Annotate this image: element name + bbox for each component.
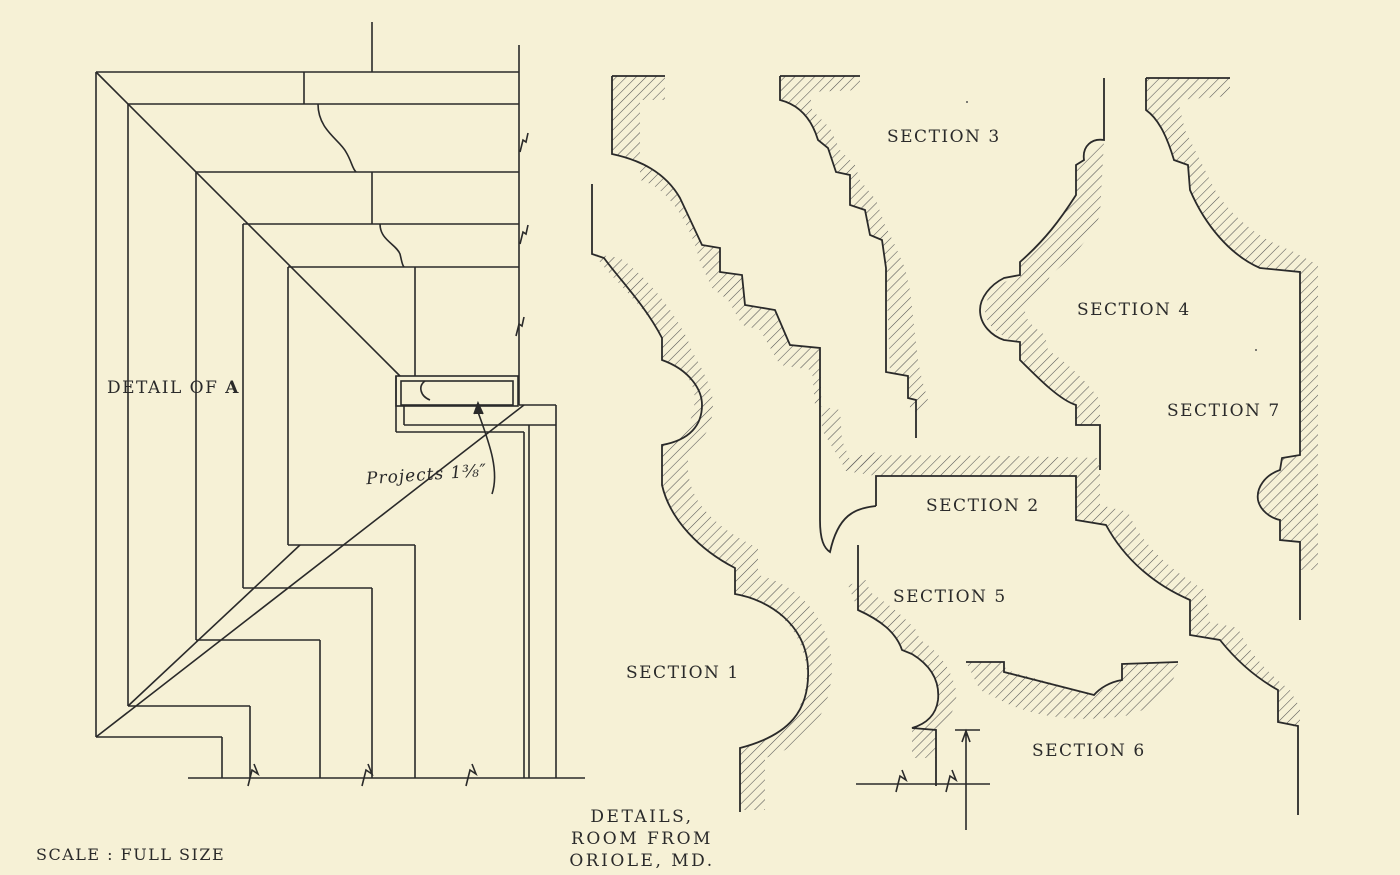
section-7-label: SECTION 7 xyxy=(1167,401,1281,421)
detail-a-drawing xyxy=(95,22,585,787)
section-6-label: SECTION 6 xyxy=(1032,741,1146,761)
section-2-profile xyxy=(840,455,1300,815)
title-block: DETAILS, ROOM FROM ORIOLE, MD. xyxy=(552,806,732,872)
detail-a-label: DETAIL OF A xyxy=(107,378,240,398)
section-1-profile xyxy=(591,75,880,812)
section-7-profile xyxy=(1145,77,1318,620)
title-line-3: ORIOLE, MD. xyxy=(569,851,715,871)
detail-a-text: DETAIL OF xyxy=(107,378,219,398)
section-1-label: SECTION 1 xyxy=(626,663,740,683)
section-6-profile xyxy=(966,661,1179,719)
detail-a-letter: A xyxy=(225,378,240,398)
scale-label: SCALE : FULL SIZE xyxy=(36,845,226,864)
section-4-profile xyxy=(979,78,1105,470)
section-2-label: SECTION 2 xyxy=(926,496,1040,516)
section-3-profile xyxy=(779,75,928,438)
section-5-profile xyxy=(848,545,990,830)
title-line-1: DETAILS, xyxy=(590,807,694,827)
speck xyxy=(966,101,968,103)
title-line-2: ROOM FROM xyxy=(571,829,713,849)
section-5-label: SECTION 5 xyxy=(893,587,1007,607)
section-4-label: SECTION 4 xyxy=(1077,300,1191,320)
section-3-label: SECTION 3 xyxy=(887,127,1001,147)
speck xyxy=(1255,349,1257,351)
